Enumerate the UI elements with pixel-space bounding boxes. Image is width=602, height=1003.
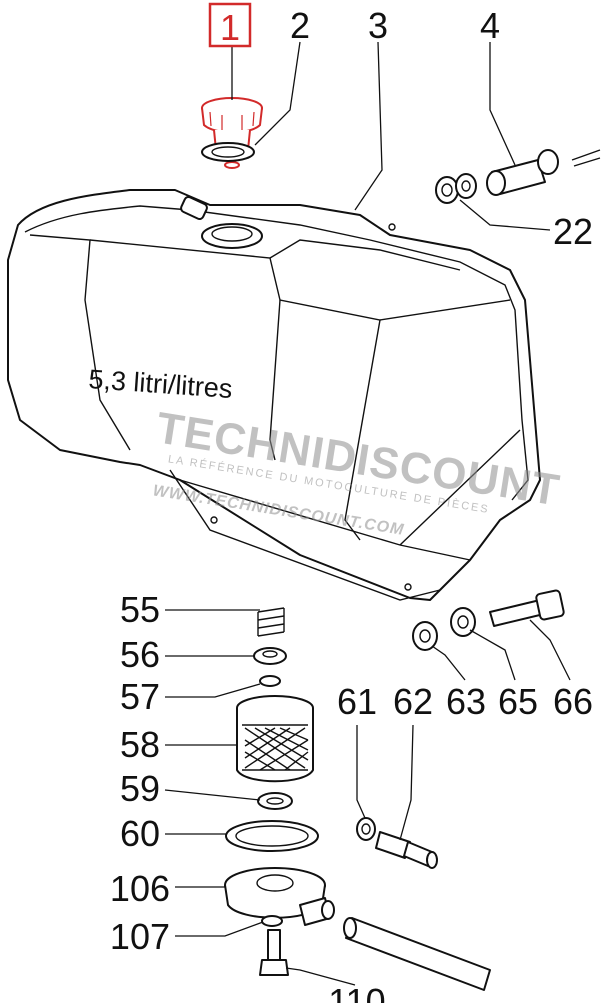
- nut-part-63: [412, 621, 438, 651]
- bolt-part-66: [489, 589, 565, 627]
- washer-part-65: [450, 607, 476, 637]
- seal-part-2: [201, 142, 255, 162]
- callout-107: 107: [110, 916, 170, 957]
- washer-part-59: [257, 792, 293, 810]
- callout-57: 57: [120, 676, 160, 717]
- callout-1: 1: [220, 7, 240, 48]
- callout-59: 59: [120, 768, 160, 809]
- fuel-hose: [343, 917, 491, 991]
- filter-base-part-106: [224, 867, 335, 926]
- callout-3: 3: [368, 5, 388, 46]
- callout-58: 58: [120, 724, 160, 765]
- spacer-part-4: [486, 149, 601, 196]
- nuts-part-22: [435, 173, 477, 204]
- callout-60: 60: [120, 813, 160, 854]
- callout-65: 65: [498, 681, 538, 722]
- filter-cartridge-part-58: [236, 695, 314, 783]
- fitting-part-62: [375, 831, 438, 869]
- o-ring-part-57: [259, 675, 281, 687]
- leader-lines: [164, 41, 571, 986]
- callout-63: 63: [446, 681, 486, 722]
- callout-56: 56: [120, 634, 160, 675]
- cup-part-56: [253, 647, 287, 665]
- filler-cap-part-1: [201, 97, 263, 169]
- callout-62: 62: [393, 681, 433, 722]
- callout-1-box: [208, 2, 252, 48]
- spring-part-55: [257, 607, 285, 637]
- callout-22: 22: [553, 211, 593, 252]
- callout-66: 66: [553, 681, 593, 722]
- callout-4: 4: [480, 5, 500, 46]
- callout-55: 55: [120, 589, 160, 630]
- callout-110: 110: [328, 981, 385, 1003]
- washer-part-61: [356, 817, 376, 841]
- callout-106: 106: [110, 868, 170, 909]
- washer-part-107: [261, 915, 283, 927]
- callout-2: 2: [290, 5, 310, 46]
- gasket-part-60: [225, 820, 319, 852]
- fuel-tank: [7, 189, 541, 601]
- bolt-part-110: [259, 929, 289, 976]
- callout-61: 61: [337, 681, 377, 722]
